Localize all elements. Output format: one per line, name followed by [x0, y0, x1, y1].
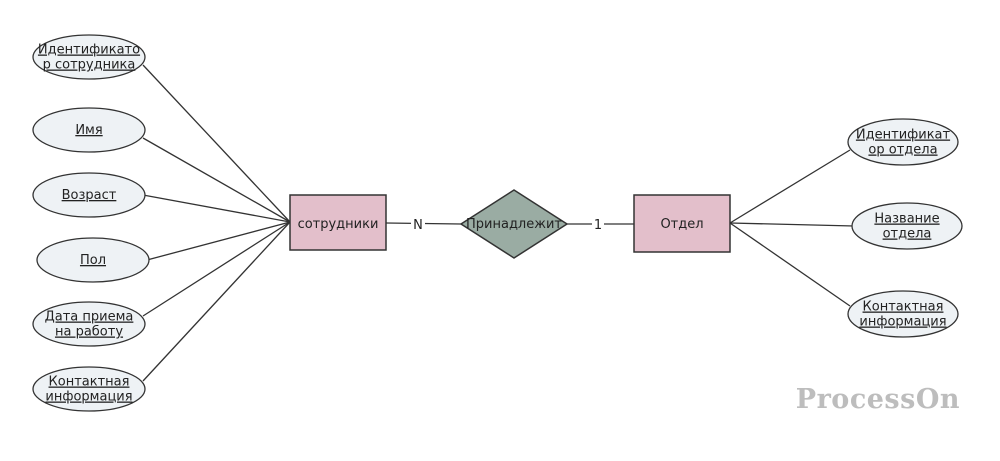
cardinality-n-bg	[411, 215, 425, 233]
department-attribute-edge	[729, 222, 851, 307]
department-attribute-label: Название	[874, 212, 939, 227]
department-attribute-label: Контактная	[863, 300, 944, 315]
department-attribute-label: Идентификат	[856, 128, 951, 143]
employee-attribute-ellipse[interactable]	[32, 34, 146, 80]
relationship-label: Принадлежит	[466, 217, 562, 232]
relationship-belongs[interactable]: Принадлежит	[459, 189, 569, 259]
cardinality-1: 1	[594, 218, 602, 233]
employee-attribute[interactable]: Имя	[32, 107, 146, 153]
entity-employees[interactable]: сотрудники	[289, 194, 387, 251]
employee-attribute-edge	[146, 221, 291, 261]
employee-attribute-ellipse[interactable]	[32, 301, 146, 347]
employee-attribute-label: Контактная	[49, 375, 130, 390]
department-attribute-edge	[729, 149, 851, 224]
employee-attribute-edge	[142, 221, 291, 317]
employee-attribute-label: р сотрудника	[43, 58, 136, 73]
department-attribute-edge	[729, 222, 855, 227]
relationship-diamond[interactable]	[459, 189, 569, 259]
employee-attribute-edge	[142, 194, 291, 223]
employee-attribute-label: Дата приема	[45, 310, 134, 325]
processon-watermark: ProcessOn	[795, 384, 960, 415]
employee-attribute-edge	[142, 137, 291, 223]
employee-attribute-label: Имя	[75, 123, 102, 138]
employee-attribute-label: Идентификато	[38, 43, 140, 58]
employee-attribute-ellipse[interactable]	[36, 237, 150, 283]
employee-attribute[interactable]: Возраст	[32, 172, 146, 218]
employee-attribute-label: Возраст	[62, 188, 117, 203]
employee-attribute-label: на работу	[55, 325, 123, 340]
department-attribute-label: ор отдела	[868, 143, 937, 158]
employee-attribute[interactable]: Пол	[36, 237, 150, 283]
department-attribute-label: информация	[859, 315, 946, 330]
cardinality-n: N	[413, 218, 423, 233]
entity-department[interactable]: Отдел	[633, 194, 731, 253]
department-attribute-ellipse[interactable]	[851, 202, 963, 250]
connector-lines	[142, 64, 855, 382]
department-attribute-label: отдела	[883, 227, 932, 242]
employee-attribute-edge	[142, 64, 291, 223]
employee-attribute-ellipse[interactable]	[32, 107, 146, 153]
employee-attribute-edge	[142, 221, 291, 382]
department-attribute-ellipse[interactable]	[847, 118, 959, 166]
employee-attribute-ellipse[interactable]	[32, 172, 146, 218]
entity-employees-box[interactable]	[289, 194, 387, 251]
department-attribute-ellipse[interactable]	[847, 290, 959, 338]
employee-attribute-ellipse[interactable]	[32, 366, 146, 412]
entity-employees-label: сотрудники	[298, 217, 379, 232]
employee-attribute-label: информация	[45, 390, 132, 405]
cardinality-1-bg	[592, 215, 604, 233]
entity-department-label: Отдел	[660, 217, 703, 232]
employee-attribute-label: Пол	[80, 253, 106, 268]
entity-department-box[interactable]	[633, 194, 731, 253]
